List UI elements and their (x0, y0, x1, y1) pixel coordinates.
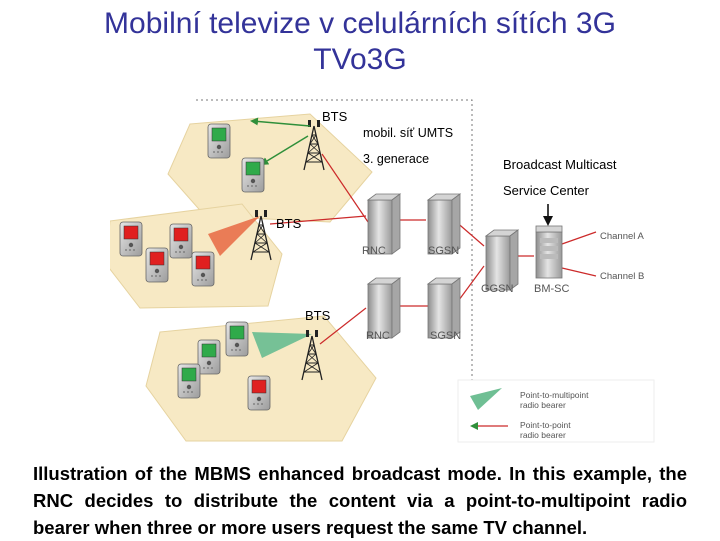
phone-red-3 (145, 247, 169, 283)
ggsn-server (485, 229, 519, 291)
legend-box (457, 379, 655, 443)
umts-boundary (196, 99, 473, 441)
caption: Illustration of the MBMS enhanced broadc… (33, 463, 687, 538)
phone-red-5 (247, 375, 271, 411)
arrow-to-phone-2 (260, 135, 309, 166)
label-bts-mid: BTS (276, 216, 302, 231)
page-title: Mobilní televize v celulárních sítích 3G… (0, 6, 720, 78)
point-to-multipoint-beam (252, 332, 312, 358)
label-rnc-top: RNC (362, 245, 386, 257)
label-sgsn-top: SGSN (428, 245, 460, 257)
title-line-2: TVo3G (313, 43, 407, 76)
phone-green-1 (207, 123, 231, 159)
phone-green-5 (177, 363, 201, 399)
cell-area-top (167, 113, 373, 223)
label-ggsn: GGSN (481, 283, 514, 295)
label-bm-line1: Broadcast Multicast (503, 157, 617, 172)
label-umts-net: mobil. síť UMTS (363, 126, 454, 140)
phone-red-1 (119, 221, 143, 257)
label-bm-line2: Service Center (503, 183, 589, 198)
phone-green-4 (197, 339, 221, 375)
sgsn-server-bottom (427, 277, 461, 339)
legend-ptm-line1: Point-to-multipoint (520, 390, 589, 400)
legend-ptp-line2: radio bearer (520, 430, 566, 440)
phone-red-2 (169, 223, 193, 259)
label-bts-bottom: BTS (305, 308, 331, 323)
bmsc-server (535, 225, 563, 279)
rnc-server-bottom (367, 277, 401, 339)
label-generation: 3. generace (363, 152, 430, 166)
mbms-diagram (110, 99, 655, 443)
legend-ptm-line2: radio bearer (520, 400, 566, 410)
label-bts-top: BTS (322, 109, 348, 124)
network-links (269, 153, 597, 345)
label-bmsc: BM-SC (534, 283, 570, 295)
label-rnc-bottom: RNC (366, 330, 390, 342)
legend-ptm-icon (470, 388, 502, 410)
label-channel-b: Channel B (600, 271, 645, 282)
label-channel-a: Channel A (600, 231, 644, 242)
title-line-1: Mobilní televize v celulárních sítích 3G (104, 7, 616, 40)
phone-red-4 (191, 251, 215, 287)
arrow-to-phone-1 (250, 117, 311, 127)
legend-ptp-line1: Point-to-point (520, 420, 571, 430)
phone-green-2 (241, 157, 265, 193)
label-sgsn-bottom: SGSN (430, 330, 462, 342)
phone-green-3 (225, 321, 249, 357)
point-to-point-beam (208, 216, 260, 256)
